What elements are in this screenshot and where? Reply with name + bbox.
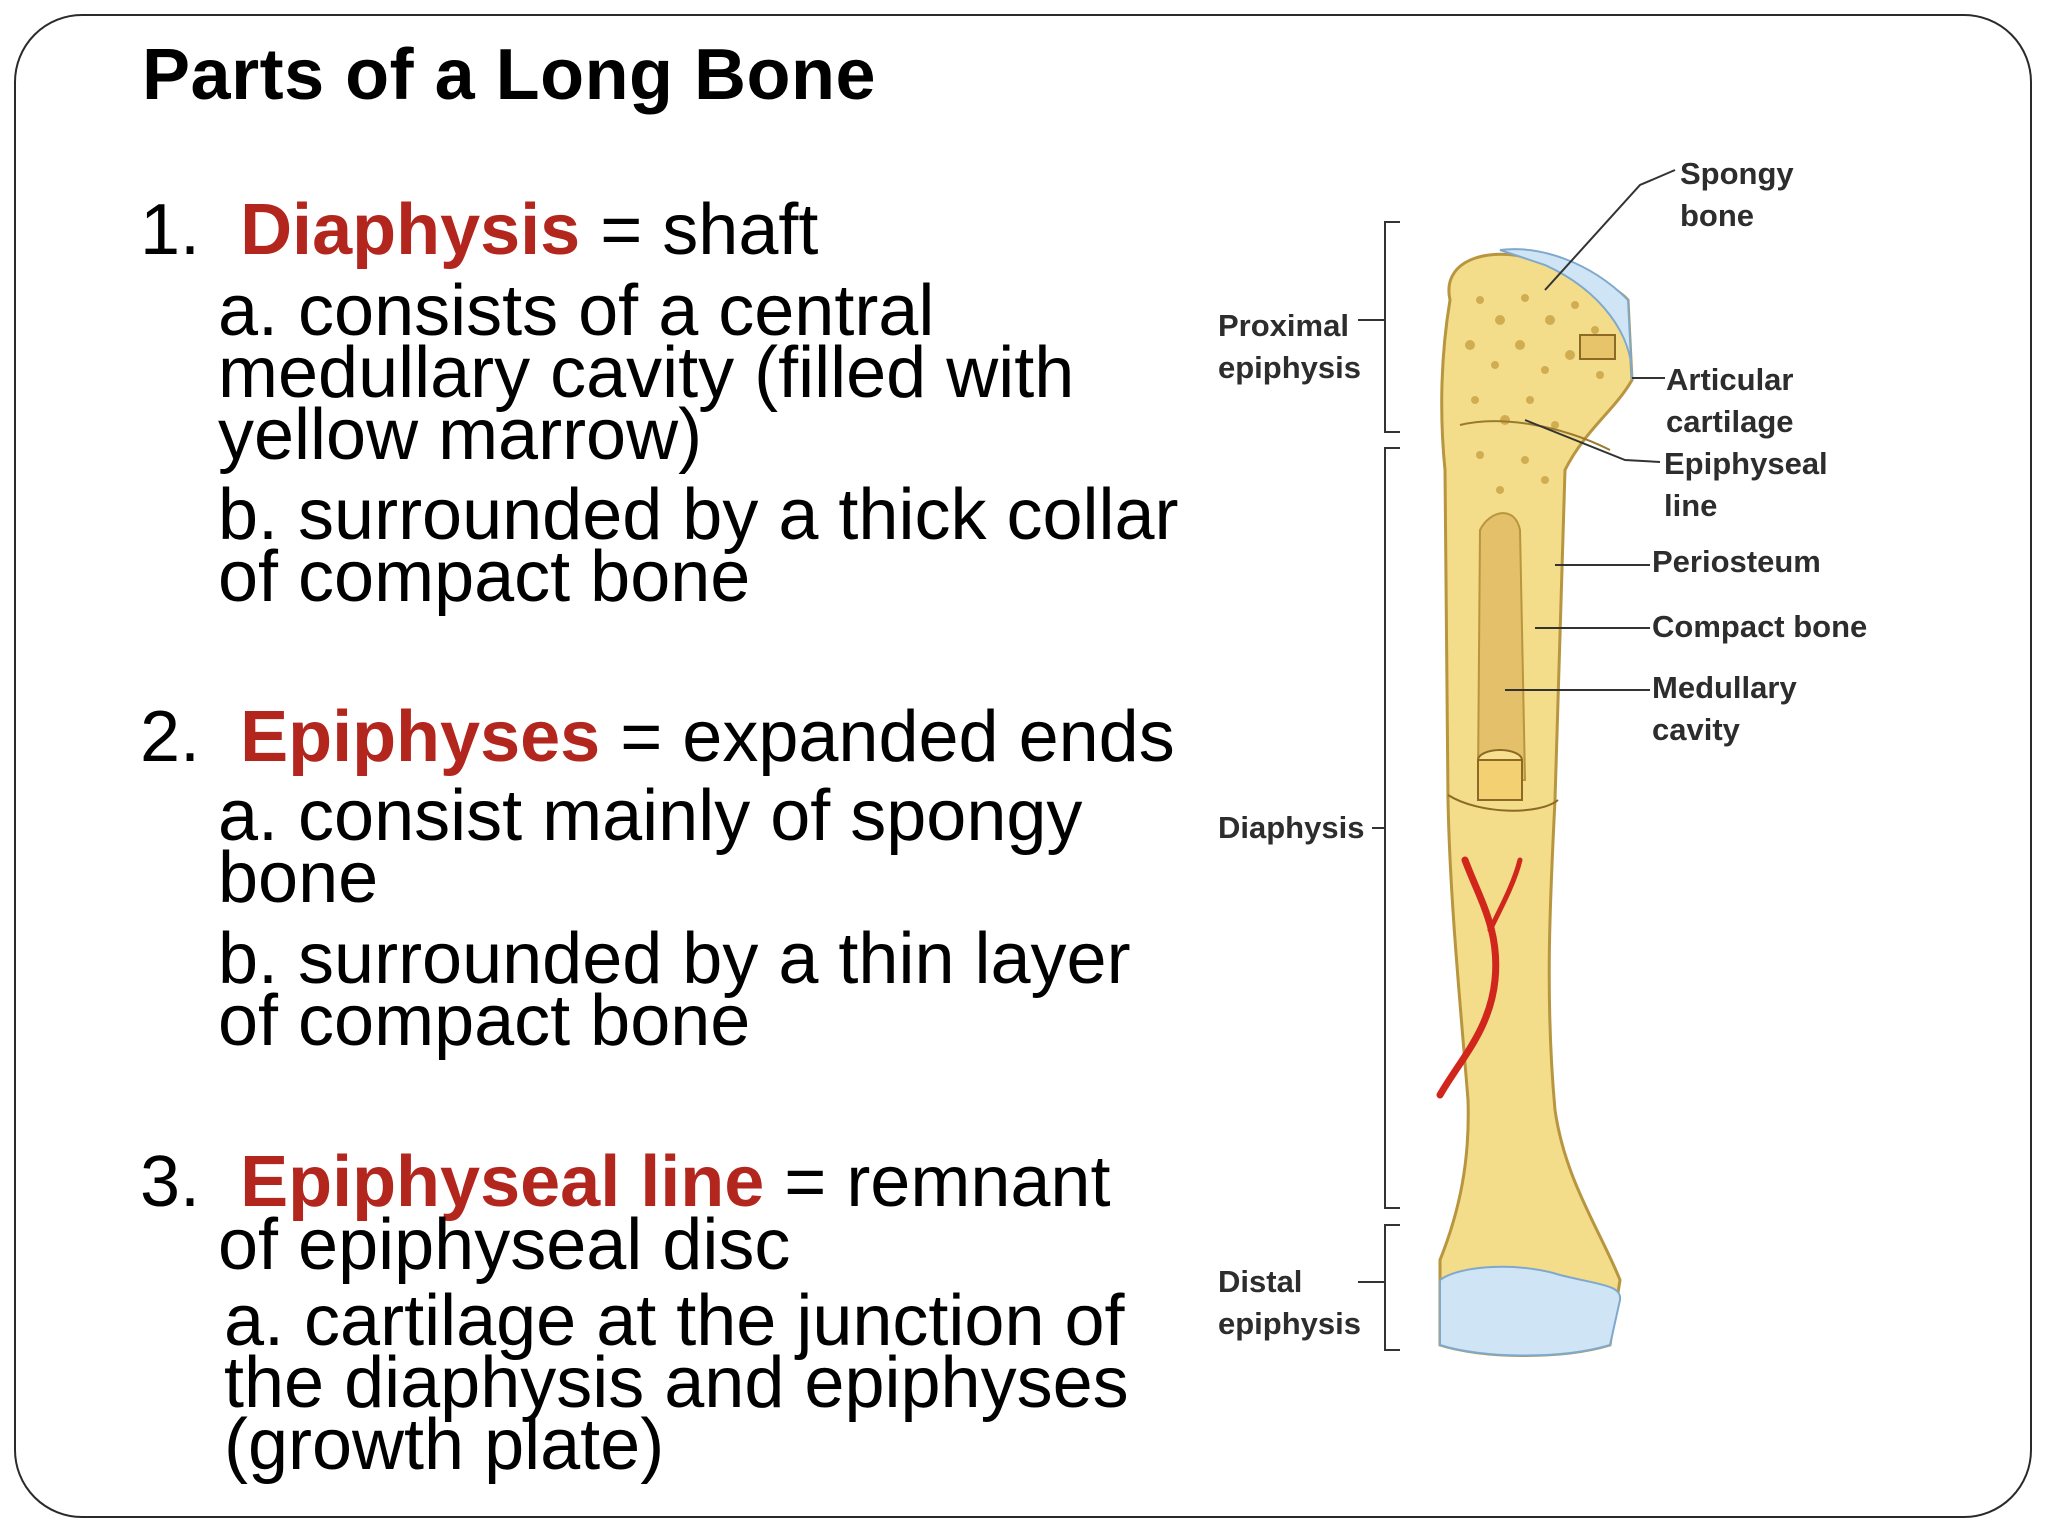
slide-frame [14, 14, 2032, 1518]
sub-item: b. surrounded by a thin layer of compact… [218, 919, 1131, 1061]
label-articular-cartilage-1: Articular [1666, 362, 1793, 397]
spongy-texture [1465, 294, 1604, 494]
label-compact-bone: Compact bone [1652, 609, 1867, 644]
label-epiphyseal-line-1: Epiphyseal [1664, 446, 1828, 481]
blood-vessel [1436, 856, 1500, 1099]
articular-cartilage [1499, 248, 1634, 381]
label-distal-epiphysis-2: epiphysis [1218, 1306, 1361, 1341]
label-epiphyseal-line-2: line [1664, 488, 1717, 523]
item-definition: = remnant [784, 1142, 1111, 1222]
label-proximal-epiphysis-1: Proximal [1218, 308, 1349, 343]
label-spongy-bone-1: Spongy [1680, 156, 1794, 191]
label-medullary-cavity-2: cavity [1652, 712, 1741, 747]
item-term: Epiphyseal line [240, 1142, 765, 1222]
item-definition: = shaft [600, 190, 819, 270]
epiphyseal-line-mark [1459, 420, 1611, 451]
label-proximal-epiphysis-2: epiphysis [1218, 350, 1361, 385]
item-continuation: of epiphyseal disc [218, 1205, 791, 1285]
item-number: 3. [140, 1142, 201, 1222]
text-column: 1. Diaphysis = shaft a. consists of a ce… [140, 190, 1190, 1510]
sub-item: b. surrounded by a thick collar of compa… [218, 475, 1179, 617]
item-term: Epiphyses [240, 697, 601, 777]
slide-title: Parts of a Long Bone [142, 35, 877, 115]
list-item-epiphyseal-line: 3. Epiphyseal line = remnant [140, 1146, 1190, 1218]
medullary-cavity [1476, 512, 1527, 781]
label-distal-epiphysis-1: Distal [1218, 1264, 1302, 1299]
item-definition: = expanded ends [620, 697, 1175, 777]
label-medullary-cavity-1: Medullary [1652, 670, 1797, 705]
label-periosteum: Periosteum [1652, 544, 1821, 579]
bone-illustration [1436, 248, 1634, 1357]
item-number: 2. [140, 697, 201, 777]
leader-lines [1505, 169, 1676, 691]
label-spongy-bone-2: bone [1680, 198, 1754, 233]
sub-item: a. cartilage at the junction of the diap… [224, 1281, 1129, 1485]
item-term: Diaphysis [240, 190, 581, 270]
distal-articular-cartilage [1439, 1265, 1622, 1357]
sub-item: a. consist mainly of spongy bone [218, 776, 1083, 918]
list-item-epiphyses: 2. Epiphyses = expanded ends [140, 701, 1190, 773]
label-diaphysis: Diaphysis [1218, 810, 1364, 845]
list-item-diaphysis: 1. Diaphysis = shaft [140, 194, 1190, 266]
sub-item: a. consists of a central medullary cavit… [218, 271, 1075, 475]
item-number: 1. [140, 190, 201, 270]
label-articular-cartilage-2: cartilage [1666, 404, 1794, 439]
left-brackets [1358, 221, 1400, 1351]
